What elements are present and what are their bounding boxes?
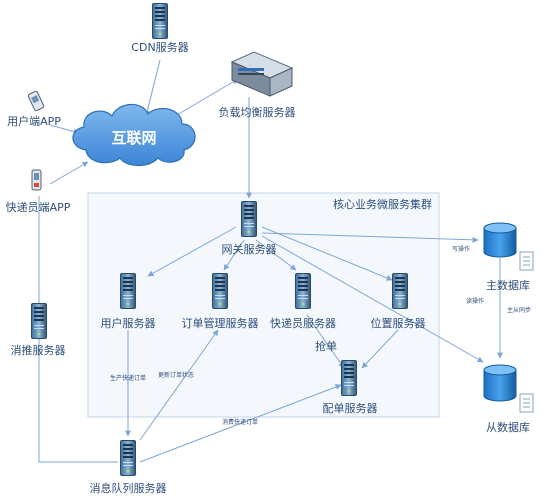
internet-cloud: 互联网 <box>72 103 196 167</box>
courier-server-icon <box>295 273 311 309</box>
edge-gateway-user <box>147 226 237 277</box>
edge-cdn-internet <box>144 59 161 117</box>
courier-phone-icon <box>31 169 42 191</box>
edge-label-grab: 抢单 <box>315 339 337 353</box>
edge-courierapp-internet <box>49 161 89 185</box>
edge-label-write: 写操作 <box>452 245 470 253</box>
slave-db-label: 从数据库 <box>486 420 530 434</box>
user-server-icon <box>120 273 136 309</box>
edge-courierapp-push <box>38 196 118 463</box>
cdn-server-label: CDN服务器 <box>131 41 188 54</box>
master-db-icon <box>483 222 534 271</box>
internet-label: 互联网 <box>111 129 156 147</box>
slave-db-icon <box>483 364 534 413</box>
user-server-label: 用户服务器 <box>101 316 156 330</box>
edge-label-read: 读操作 <box>466 297 484 305</box>
master-db-label: 主数据库 <box>486 278 530 292</box>
gateway-server-label: 网关服务器 <box>222 242 277 256</box>
location-server-label: 位置服务器 <box>371 316 426 330</box>
edge-gateway-order <box>223 239 245 271</box>
location-server-icon <box>392 273 408 309</box>
edge-label-produce: 生产快递订单 <box>110 374 146 382</box>
courier-app-label: 快递员端APP <box>6 200 71 214</box>
edge-courier-dispatch <box>306 314 345 369</box>
push-server-label: 消推服务器 <box>11 343 66 357</box>
user-app-label: 用户端APP <box>7 114 61 128</box>
edge-label-sync: 主从同步 <box>507 306 531 314</box>
load-balancer-icon <box>230 51 294 97</box>
edge-label-consume: 消费快递订单 <box>222 418 258 426</box>
order-server-label: 订单管理服务器 <box>182 316 259 330</box>
order-server-icon <box>212 273 228 309</box>
edge-gateway-master <box>261 232 479 243</box>
edge-gateway-location <box>261 226 393 281</box>
edge-label-update: 更新订单状态 <box>158 371 194 379</box>
edge-userapp-internet <box>49 124 80 135</box>
cdn-server-icon <box>152 3 168 39</box>
courier-server-label: 快递员服务器 <box>270 316 336 330</box>
mq-server-icon <box>120 440 136 476</box>
edge-location-dispatch <box>361 329 399 369</box>
edge-gateway-courier <box>255 239 297 271</box>
edge-mq-dispatch <box>139 384 342 463</box>
push-server-icon <box>31 303 47 339</box>
edge-mq-order <box>139 329 219 441</box>
gateway-server-icon <box>241 201 257 237</box>
cluster-title: 核心业务微服务集群 <box>333 197 432 211</box>
dispatch-server-label: 配单服务器 <box>323 402 378 415</box>
dispatch-server-icon <box>341 360 357 396</box>
mq-server-label: 消息队列服务器 <box>90 481 167 495</box>
lb-server-label: 负载均衡服务器 <box>219 105 296 119</box>
phone-icon <box>27 90 45 112</box>
edge-gateway-slave <box>261 235 484 363</box>
connections <box>38 59 503 463</box>
cluster-box <box>87 192 440 418</box>
